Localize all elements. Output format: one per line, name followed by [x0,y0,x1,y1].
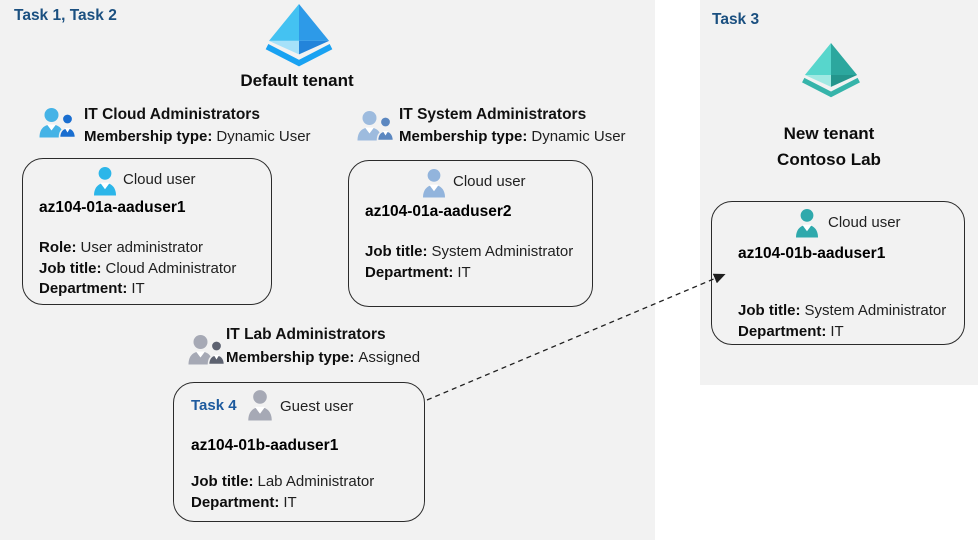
user-icon [423,169,445,198]
user-fields: Job title:System Administrator Departmen… [738,301,946,342]
group-users-icon [188,335,225,365]
azure-ad-tenant-icon [802,43,860,98]
task-3-label: Task 3 [712,11,760,28]
field-value: System Administrator [804,302,947,319]
new-tenant-title-line1: New tenant [783,124,875,143]
group-membership: Membership type:Assigned [226,349,420,366]
field-value: IT [457,263,471,281]
membership-label: Membership type: [84,128,213,145]
default-tenant-title: Default tenant [240,71,354,90]
new-tenant-title-line2: Contoso Lab [777,150,881,169]
guest-user-card: Task 4 Guest user az104-01b-aaduser1 Job… [173,382,425,522]
user-icon [94,167,116,196]
field-label: Job title: [365,243,428,260]
task-1-2-label: Task 1, Task 2 [14,7,117,24]
membership-value: Dynamic User [216,128,311,145]
group-membership: Membership type:Dynamic User [399,128,626,145]
user-type-label: Cloud user [453,173,526,190]
group-membership: Membership type:Dynamic User [84,128,311,145]
field-job-title: Job title:Lab Administrator [191,472,374,493]
new-tenant-cloud-user-card: Cloud user az104-01b-aaduser1 Job title:… [711,201,965,345]
field-value: User administrator [80,239,204,256]
group-title-it-lab-admins: IT Lab Administrators [226,326,386,343]
user-name: az104-01a-aaduser2 [365,203,512,220]
task-4-label: Task 4 [191,397,237,414]
field-value: IT [283,493,297,511]
group-users-icon [39,108,76,138]
new-tenant-panel: Task 3 New tenant Contoso Lab Cloud user… [700,0,978,385]
user-fields: Job title:System Administrator Departmen… [365,242,573,283]
default-tenant-panel: Task 1, Task 2 Default tenant IT Cloud A… [0,0,655,540]
field-label: Job title: [191,473,254,490]
user-fields: Job title:Lab Administrator Department:I… [191,472,374,513]
membership-label: Membership type: [399,128,528,145]
field-label: Department: [191,493,280,511]
user-type-label: Guest user [280,398,354,415]
field-label: Job title: [39,259,102,277]
field-department: Department:IT [365,263,573,284]
field-job-title: Job title:System Administrator [365,242,573,263]
user-icon [248,390,272,421]
field-value: System Administrator [431,243,574,260]
group-title-it-cloud-admins: IT Cloud Administrators [84,106,260,123]
field-value: IT [131,280,145,297]
field-label: Department: [738,322,827,340]
field-label: Department: [39,280,128,297]
field-department: Department:IT [738,322,946,343]
user-name: az104-01a-aaduser1 [39,199,186,216]
user-type-label: Cloud user [828,214,901,231]
cloud-user-card-aaduser1: Cloud user az104-01a-aaduser1 Role:User … [22,158,272,305]
field-department: Department:IT [39,279,236,300]
membership-value: Assigned [358,349,421,366]
field-value: Lab Administrator [257,473,375,490]
field-value: Cloud Administrator [105,259,237,277]
user-fields: Role:User administrator Job title:Cloud … [39,238,236,300]
field-job-title: Job title:System Administrator [738,301,946,322]
field-role: Role:User administrator [39,238,236,259]
user-name: az104-01b-aaduser1 [191,437,339,454]
membership-value: Dynamic User [531,128,626,145]
user-name: az104-01b-aaduser1 [738,245,886,262]
azure-ad-tenant-icon [265,3,333,67]
cloud-user-card-aaduser2: Cloud user az104-01a-aaduser2 Job title:… [348,160,593,307]
group-title-it-system-admins: IT System Administrators [399,106,587,123]
user-type-label: Cloud user [123,171,196,188]
field-label: Department: [365,263,454,281]
user-icon [796,209,818,238]
field-job-title: Job title:Cloud Administrator [39,259,236,280]
field-department: Department:IT [191,493,374,514]
group-users-icon [357,111,394,141]
membership-label: Membership type: [226,349,355,366]
field-label: Job title: [738,302,801,319]
field-label: Role: [39,239,77,256]
field-value: IT [830,322,844,340]
